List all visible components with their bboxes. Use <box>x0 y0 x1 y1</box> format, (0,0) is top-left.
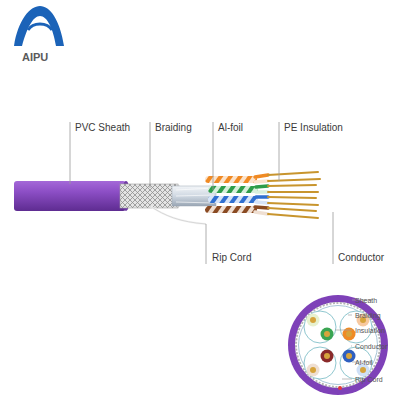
cable-cross-section <box>288 295 388 395</box>
brand-name: AIPU <box>22 52 48 63</box>
logo-mark <box>14 6 64 46</box>
section-label: Insulation <box>355 327 385 334</box>
section-label: Al-foil <box>355 359 373 366</box>
section-label: Rip Cord <box>355 376 383 383</box>
part-label: Rip Cord <box>212 253 251 263</box>
section-label: Braiding <box>355 312 381 319</box>
cable-side-view <box>14 172 320 224</box>
part-label: Braiding <box>155 123 192 133</box>
section-label: Sheath <box>355 297 377 304</box>
leader-lines <box>70 122 333 264</box>
section-label: Conductor <box>355 343 387 350</box>
part-label: Al-foil <box>218 123 243 133</box>
part-label: PE Insulation <box>284 123 343 133</box>
part-label: PVC Sheath <box>75 123 130 133</box>
part-label: Conductor <box>338 253 384 263</box>
